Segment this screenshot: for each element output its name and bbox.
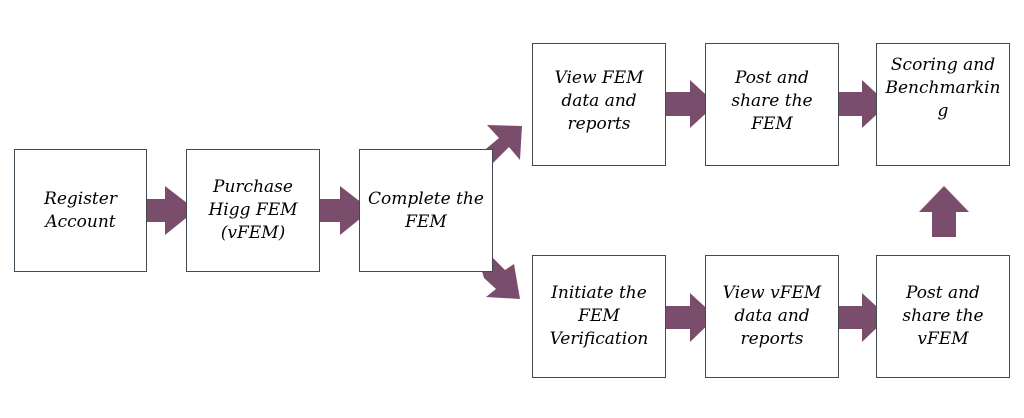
view-fem-data-label: View FEM data and reports: [554, 68, 644, 134]
scoring-benchmarking-box: Scoring and Benchmarkin g: [876, 43, 1010, 166]
arrow-register-to-purchase-icon: [147, 186, 196, 235]
purchase-higg-fem-label: Purchase Higg FEM (vFEM): [208, 177, 298, 243]
register-account-box: Register Account: [14, 149, 147, 272]
arrow-initiate-to-view-vfem-icon: [666, 293, 716, 342]
post-share-vfem-label: Post and share the vFEM: [902, 283, 984, 349]
view-fem-data-box: View FEM data and reports: [532, 43, 666, 166]
register-account-label: Register Account: [44, 188, 117, 232]
view-vfem-data-box: View vFEM data and reports: [705, 255, 839, 378]
initiate-verification-label: Initiate the FEM Verification: [549, 283, 649, 349]
post-share-fem-box: Post and share the FEM: [705, 43, 839, 166]
arrow-post-vfem-to-scoring-icon: [919, 186, 969, 237]
view-vfem-data-label: View vFEM data and reports: [722, 283, 822, 349]
purchase-higg-fem-box: Purchase Higg FEM (vFEM): [186, 149, 320, 272]
initiate-verification-box: Initiate the FEM Verification: [532, 255, 666, 378]
complete-the-fem-box: Complete the FEM: [359, 149, 493, 272]
arrow-view-fem-to-post-fem-icon: [666, 80, 716, 128]
arrow-purchase-to-complete-icon: [320, 186, 371, 235]
post-share-vfem-box: Post and share the vFEM: [876, 255, 1010, 378]
post-share-fem-label: Post and share the FEM: [731, 68, 813, 134]
complete-the-fem-label: Complete the FEM: [368, 188, 484, 232]
arrow-post-fem-to-scoring-icon: [839, 80, 888, 128]
scoring-benchmarking-label: Scoring and Benchmarkin g: [885, 55, 1001, 121]
arrow-view-vfem-to-post-vfem-icon: [839, 293, 888, 342]
